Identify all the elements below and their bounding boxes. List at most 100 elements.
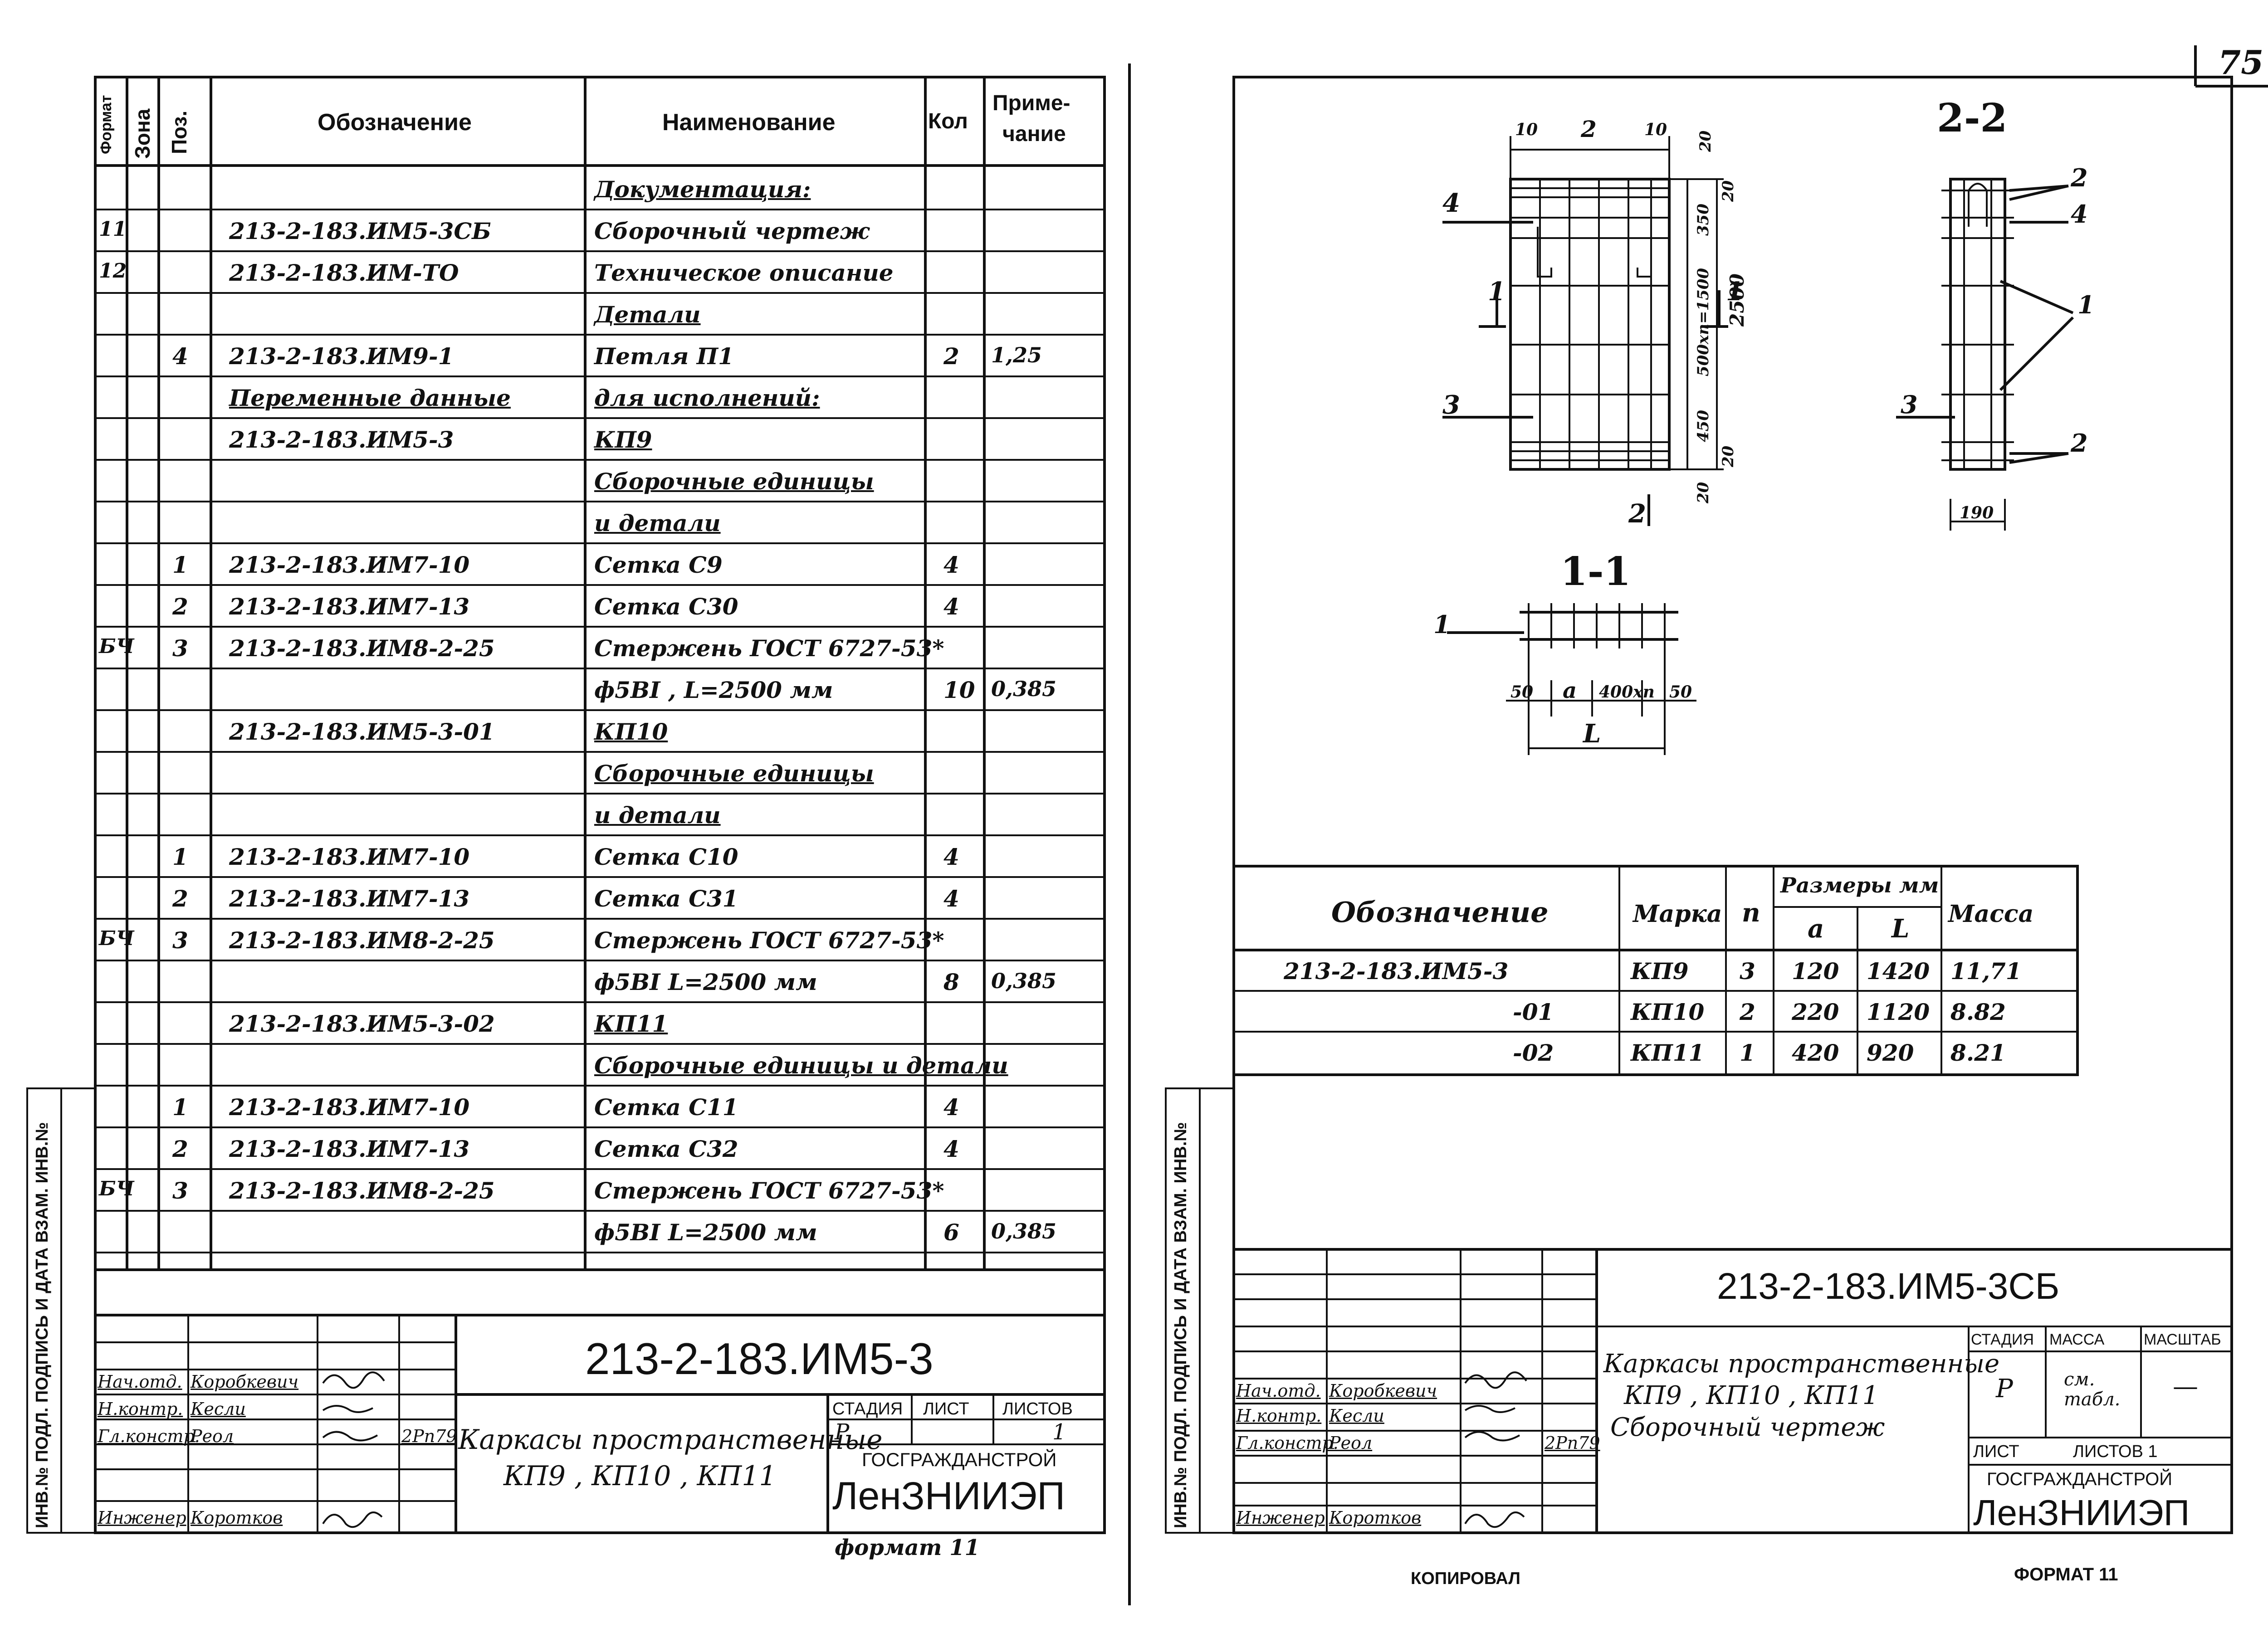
table-h-L: L: [1892, 914, 1910, 944]
dim-20b: 20: [1719, 180, 1737, 202]
title-role: Нач.отд.: [98, 1372, 182, 1392]
right-sheet-header: ЛИСТ: [1973, 1442, 2019, 1461]
right-stage-header: СТАДИЯ: [1971, 1331, 2034, 1348]
spec-name: Петля П1: [594, 343, 734, 370]
spec-name: КП11: [594, 1010, 668, 1037]
s22-dim-190: 190: [1960, 503, 1994, 522]
table-h-mass: Масса: [1948, 900, 2034, 928]
right-scale-header: МАСШТАБ: [2144, 1331, 2221, 1348]
spec-note: 0,385: [991, 677, 1057, 701]
right-drawing: [1165, 45, 2268, 1534]
left-stage: Р: [835, 1419, 850, 1445]
spec-name: Сетка С9: [594, 551, 723, 578]
spec-name: Сборочные единицы: [594, 468, 874, 495]
spec-pos: 1: [172, 551, 188, 578]
copied-note: КОПИРОВАЛ: [1411, 1569, 1520, 1588]
right-mass: см. табл.: [2064, 1369, 2121, 1410]
spec-name: для исполнений:: [594, 385, 820, 411]
table-h-a: a: [1808, 914, 1824, 944]
title-name: Реол: [1329, 1433, 1373, 1453]
right-sheet: 75: [1152, 0, 2268, 1633]
spec-name: Сетка С10: [594, 843, 738, 870]
spec-pos: 2: [172, 1136, 188, 1162]
table-h-sizes: Размеры мм: [1780, 873, 1939, 897]
spec-des: 213-2-183.ИМ7-13: [229, 885, 470, 912]
dim-10a: 10: [1515, 120, 1538, 139]
page-number: 75: [2218, 43, 2264, 82]
left-frame: [94, 76, 1106, 1534]
left-sheets: 1: [1052, 1419, 1066, 1445]
left-org-1: ГОСГРАЖДАНСТРОЙ: [862, 1449, 1057, 1470]
right-side-stamp: ИНВ.№ ПОДЛ. ПОДПИСЬ И ДАТА ВЗАМ. ИНВ.№: [1171, 1122, 1190, 1528]
title-name: Коротков: [191, 1508, 283, 1528]
header-format: Формат: [98, 95, 115, 154]
title-role: Н.контр.: [98, 1399, 183, 1419]
title-name: Кесли: [191, 1399, 246, 1419]
spec-name: и детали: [594, 510, 721, 536]
right-title-block: [1165, 1087, 2232, 1534]
right-title-3: Сборочный чертеж: [1610, 1413, 1885, 1442]
spec-qty: 4: [943, 843, 959, 870]
cut-1-right: 1: [1726, 277, 1744, 307]
mass-table-n: 2: [1740, 999, 1755, 1025]
spec-des: 213-2-183.ИМ-ТО: [229, 259, 459, 286]
spec-des: 213-2-183.ИМ9-1: [229, 343, 454, 370]
mass-table-mass: 11,71: [1950, 958, 2022, 985]
dim-10b: 10: [1644, 120, 1667, 139]
mass-table-a: 420: [1792, 1039, 1839, 1066]
spec-name: Документация:: [594, 176, 811, 203]
spec-name: ф5BI L=2500 мм: [594, 1219, 817, 1246]
right-scale: —: [2173, 1372, 2198, 1401]
s22-pos-3: 3: [1901, 390, 1918, 419]
spec-pos: 3: [172, 1177, 188, 1204]
mass-table-des: -01: [1513, 999, 1554, 1025]
spec-name: Стержень ГОСТ 6727-53*: [594, 635, 944, 662]
dim-20a: 20: [1696, 130, 1715, 152]
pos-3-label: 3: [1442, 390, 1460, 420]
mass-table-a: 220: [1792, 999, 1839, 1025]
left-sheet: Формат Зона Поз. Обозначение Наименовани…: [0, 0, 1125, 1633]
dim-450: 450: [1694, 410, 1712, 442]
title-name: Коротков: [1329, 1508, 1422, 1528]
mass-table-mark: КП9: [1631, 958, 1689, 985]
spec-pos: 1: [172, 1094, 188, 1121]
spec-des: Переменные данные: [229, 385, 511, 411]
mass-table-des: -02: [1513, 1039, 1554, 1066]
left-title-2: КП9 , КП10 , КП11: [503, 1460, 777, 1492]
spec-qty: 4: [943, 1094, 959, 1121]
spec-des: 213-2-183.ИМ5-3-02: [229, 1010, 495, 1037]
table-h-n: n: [1742, 898, 1760, 928]
spec-name: Стержень ГОСТ 6727-53*: [594, 1177, 944, 1204]
right-stage: Р: [1996, 1374, 2013, 1404]
spec-name: Сетка С31: [594, 885, 738, 912]
header-name: Наименование: [662, 109, 836, 136]
mass-table-mass: 8.21: [1950, 1039, 2006, 1066]
left-side-stamp: ИНВ.№ ПОДЛ. ПОДПИСЬ И ДАТА ВЗАМ. ИНВ.№: [33, 1122, 52, 1528]
s11-dim-50b: 50: [1669, 682, 1692, 702]
header-note-2: чание: [1002, 122, 1066, 146]
right-doc-code: 213-2-183.ИМ5-3СБ: [1717, 1266, 2060, 1307]
spec-qty: 8: [943, 969, 959, 995]
mass-table-grid: [1232, 865, 2079, 1076]
mass-table-n: 1: [1740, 1039, 1755, 1066]
spec-fmt: 11: [99, 218, 127, 241]
spec-name: Сетка С32: [594, 1136, 738, 1162]
spec-pos: 4: [172, 343, 188, 370]
dim-350: 350: [1694, 204, 1712, 236]
s22-pos-1: 1: [2077, 290, 2095, 319]
left-org-2: ЛенЗНИИЭП: [832, 1474, 1066, 1518]
cage-section-22: [1896, 178, 2074, 531]
spec-des: 213-2-183.ИМ7-13: [229, 1136, 470, 1162]
mass-table-a: 120: [1792, 958, 1839, 985]
spec-pos: 2: [172, 593, 188, 620]
title-name: Коробкевич: [191, 1372, 299, 1392]
spec-note: 1,25: [991, 343, 1042, 367]
spec-des: 213-2-183.ИМ5-3: [229, 426, 454, 453]
left-sheet-grid: [26, 76, 1106, 1534]
spec-des: 213-2-183.ИМ8-2-25: [229, 1177, 495, 1204]
spec-des: 213-2-183.ИМ7-10: [229, 551, 470, 578]
left-sheets-header: ЛИСТОВ: [1002, 1399, 1073, 1419]
mass-table-des: 213-2-183.ИМ5-3: [1284, 958, 1509, 985]
right-format-note: ФОРМАТ 11: [2014, 1565, 2118, 1584]
mass-table-mark: КП11: [1631, 1039, 1705, 1066]
